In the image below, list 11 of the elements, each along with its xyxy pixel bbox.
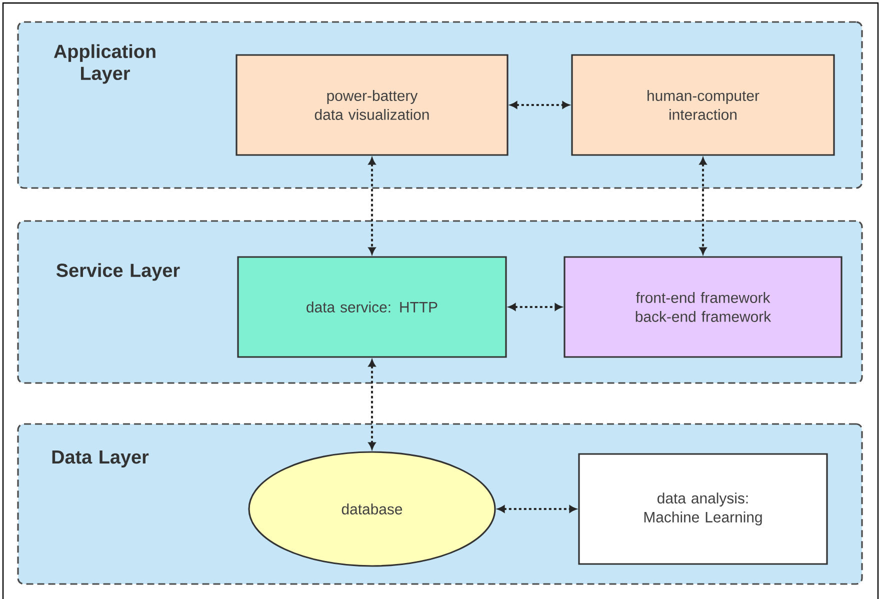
arrow (510, 101, 570, 109)
process-box: human-computer interaction (571, 54, 835, 156)
arrow (699, 158, 707, 254)
process-box: power-battery data visualization (236, 54, 508, 156)
arrow (508, 303, 562, 311)
process-box: data service: HTTP (237, 256, 507, 358)
arrow (368, 360, 376, 450)
arrow (368, 158, 376, 254)
process-box: data analysis: Machine Learning (578, 453, 828, 565)
process-box: front-end framework back-end framework (564, 256, 842, 358)
arrow (498, 505, 576, 513)
